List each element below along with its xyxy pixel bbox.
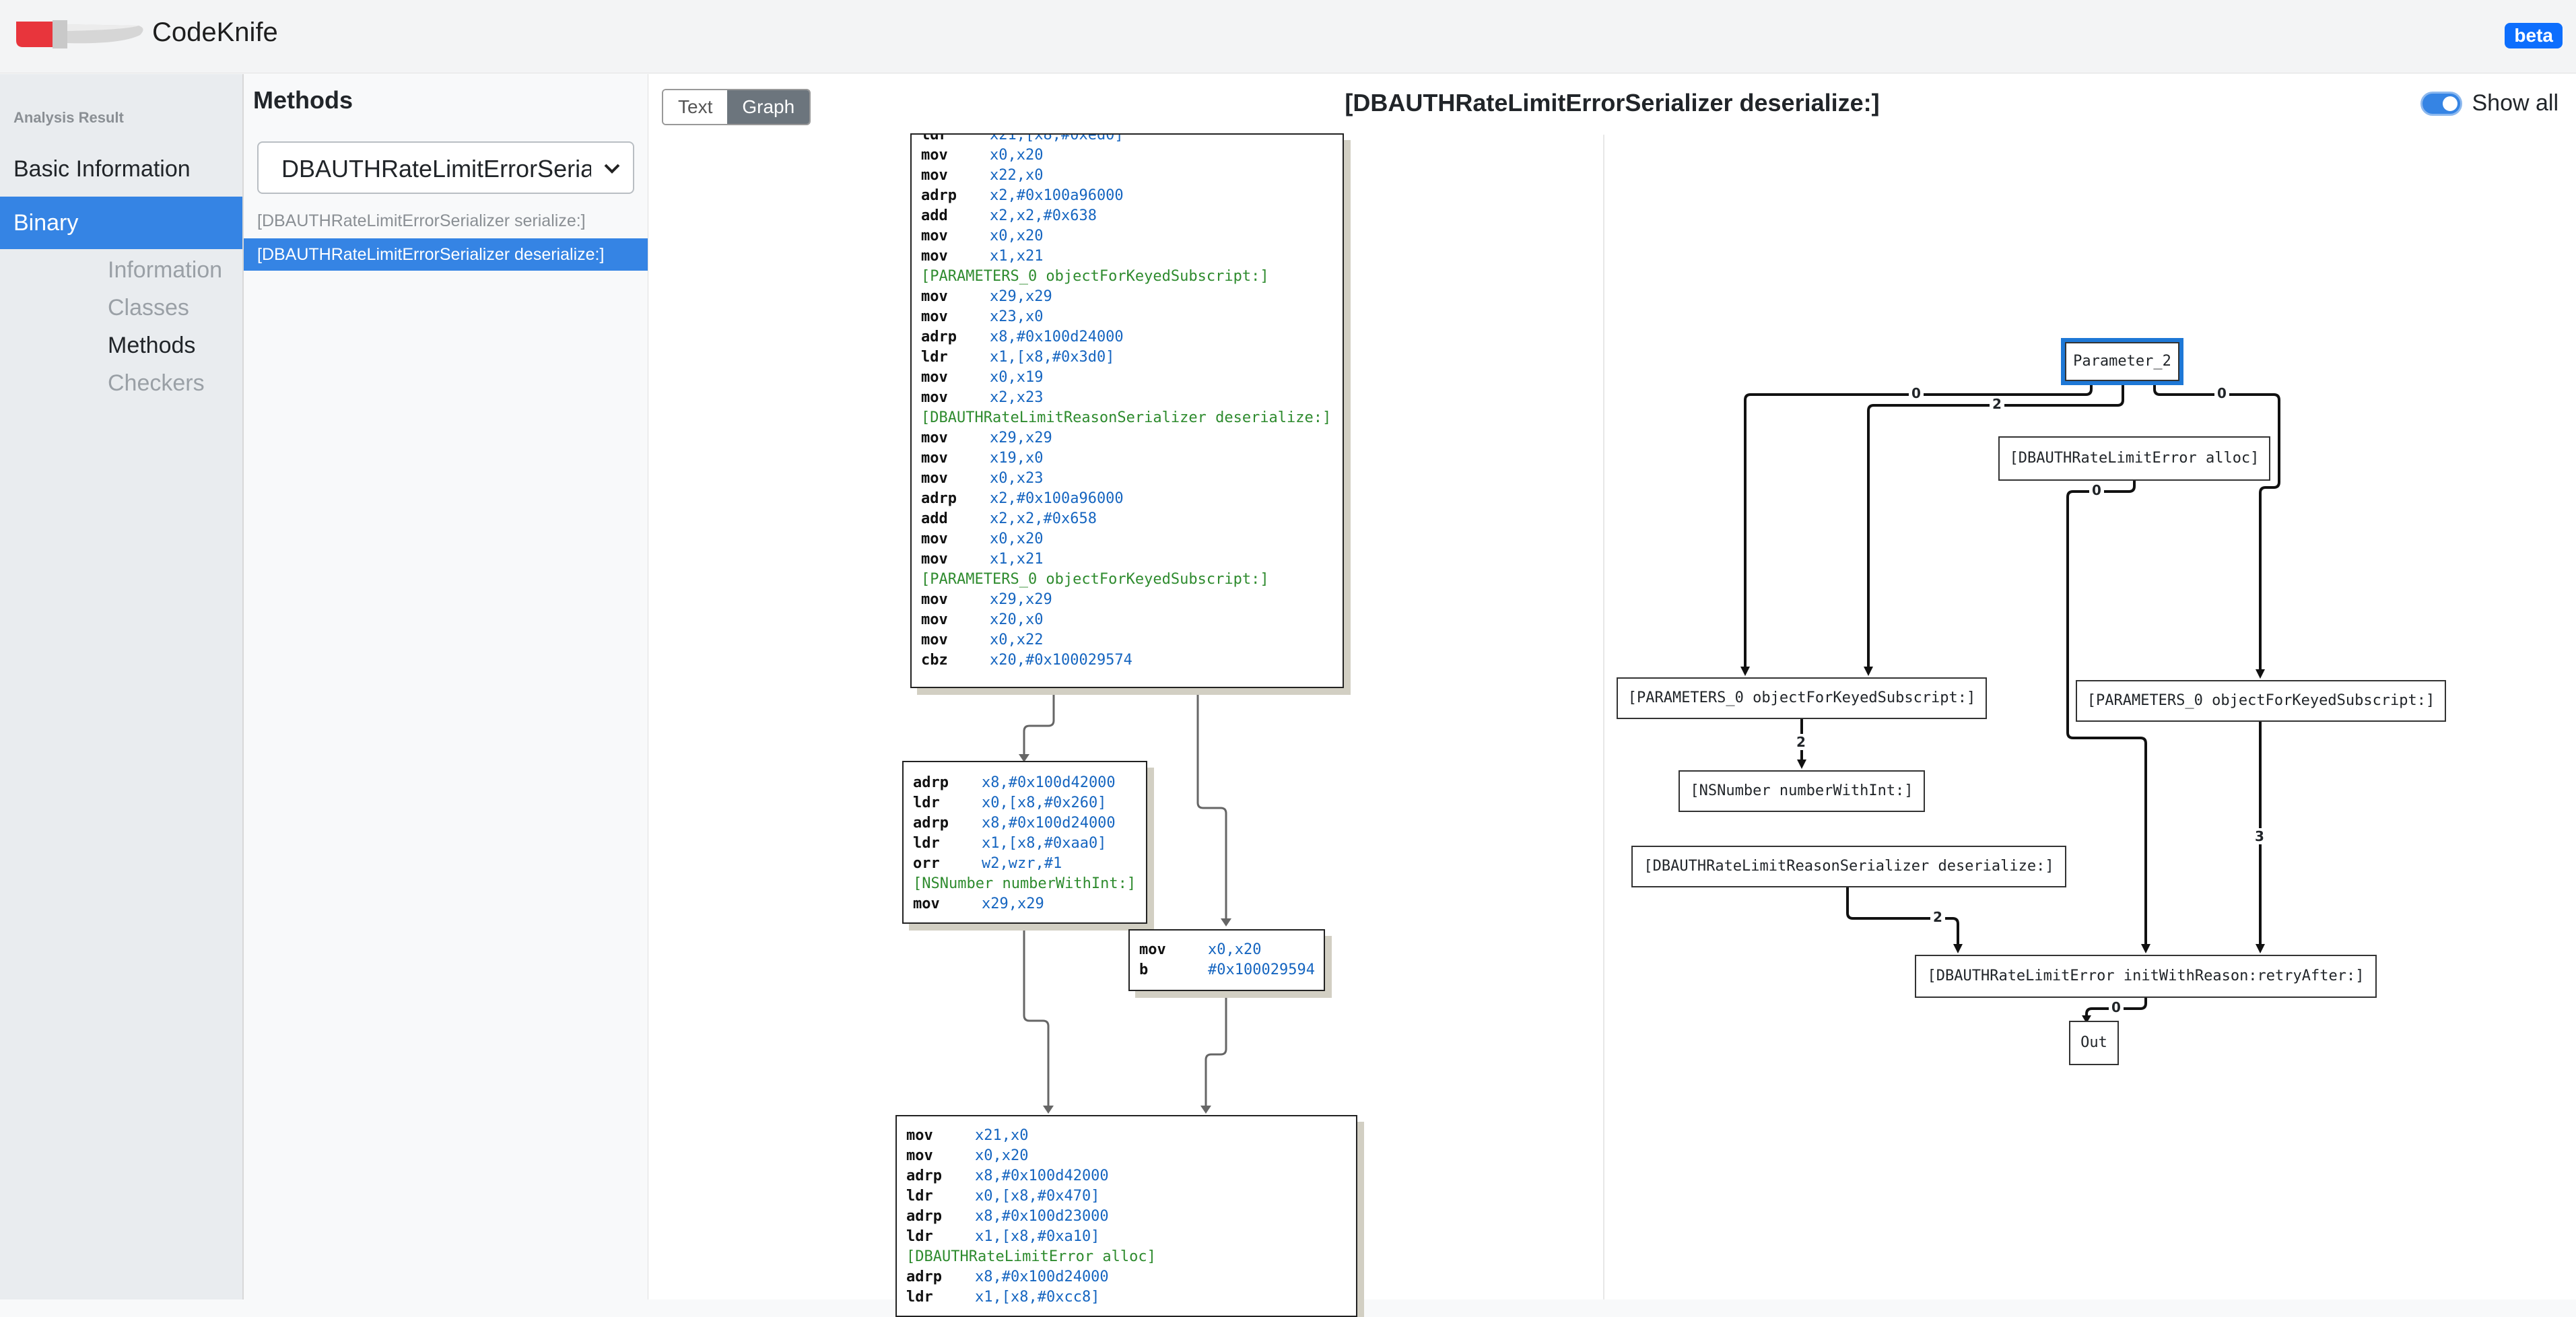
edge-label: 3 [2252,828,2267,844]
sidebar-subitem-checkers[interactable]: Checkers [108,370,205,396]
code-call-line: [DBAUTHRateLimitError alloc] [906,1248,1156,1265]
edge-label: 2 [1930,909,1945,925]
graph-node-parameter-2[interactable]: Parameter_2 [2061,338,2183,385]
sidebar-subitem-information[interactable]: Information [108,257,223,283]
page-title: [DBAUTHRateLimitErrorSerializer deserial… [1345,89,1880,116]
sidebar-section-label: Analysis Result [13,109,124,126]
cfg-edges [1019,688,1231,1114]
method-select[interactable]: DBAUTHRateLimitErrorSerializer [257,141,634,194]
toggle-knob [2443,96,2458,111]
graph-node-reason-deserialize[interactable]: [DBAUTHRateLimitReasonSerializer deseria… [1631,846,2066,887]
graph-node-out[interactable]: Out [2069,1021,2119,1065]
edge-label: 0 [2214,385,2229,401]
sidebar-subitem-methods[interactable]: Methods [108,333,196,358]
code-call-line: [NSNumber numberWithInt:] [913,875,1137,892]
beta-badge: beta [2505,23,2563,48]
edge-label: 2 [1990,396,2004,412]
graph-node-params-subscript-2[interactable]: [PARAMETERS_0 objectForKeyedSubscript:] [2076,680,2446,722]
knife-logo-icon [13,15,148,59]
show-all-label: Show all [2472,90,2558,116]
code-call-line: [PARAMETERS_0 objectForKeyedSubscript:] [921,268,1269,285]
app-header: CodeKnife beta [0,0,2576,73]
view-text-button[interactable]: Text [663,90,728,124]
method-select-value: DBAUTHRateLimitErrorSerializer [281,155,591,182]
code-call-line: [DBAUTHRateLimitReasonSerializer deseria… [921,409,1332,426]
show-all-control: Show all [2420,90,2558,116]
sidebar-subitem-classes[interactable]: Classes [108,295,189,320]
app-name: CodeKnife [152,18,278,47]
view-graph-button[interactable]: Graph [727,90,810,124]
method-item-serialize[interactable]: [DBAUTHRateLimitErrorSerializer serializ… [257,211,586,230]
main-area: [DBAUTHRateLimitErrorSerializer deserial… [648,74,2576,1317]
edge-label: 2 [1794,734,1808,750]
method-item-deserialize[interactable]: [DBAUTHRateLimitErrorSerializer deserial… [244,238,648,271]
sidebar-item-binary[interactable]: Binary [0,197,242,249]
edge-label: 0 [2089,482,2104,498]
view-toggle: Text Graph [662,89,811,125]
graph-node-alloc[interactable]: [DBAUTHRateLimitError alloc] [1998,436,2270,481]
graph-node-init-with-reason[interactable]: [DBAUTHRateLimitError initWithReason:ret… [1915,955,2377,998]
edge-label: 0 [2109,999,2124,1015]
methods-panel: Methods DBAUTHRateLimitErrorSerializer [… [244,74,648,1299]
chevron-down-icon [602,156,622,184]
code-line: b#0x100029594 [1139,961,1315,978]
graph-node-params-subscript-1[interactable]: [PARAMETERS_0 objectForKeyedSubscript:] [1617,677,1987,719]
edge-label: 0 [1909,385,1924,401]
sidebar: Analysis Result Basic Information Binary… [0,74,244,1299]
methods-title: Methods [253,86,353,114]
sidebar-item-basic-information[interactable]: Basic Information [13,156,191,182]
graph-node-nsnumber[interactable]: [NSNumber numberWithInt:] [1679,770,1925,812]
code-call-line: [PARAMETERS_0 objectForKeyedSubscript:] [921,571,1269,588]
panel-divider [1603,135,1604,1299]
show-all-toggle[interactable] [2420,91,2463,116]
